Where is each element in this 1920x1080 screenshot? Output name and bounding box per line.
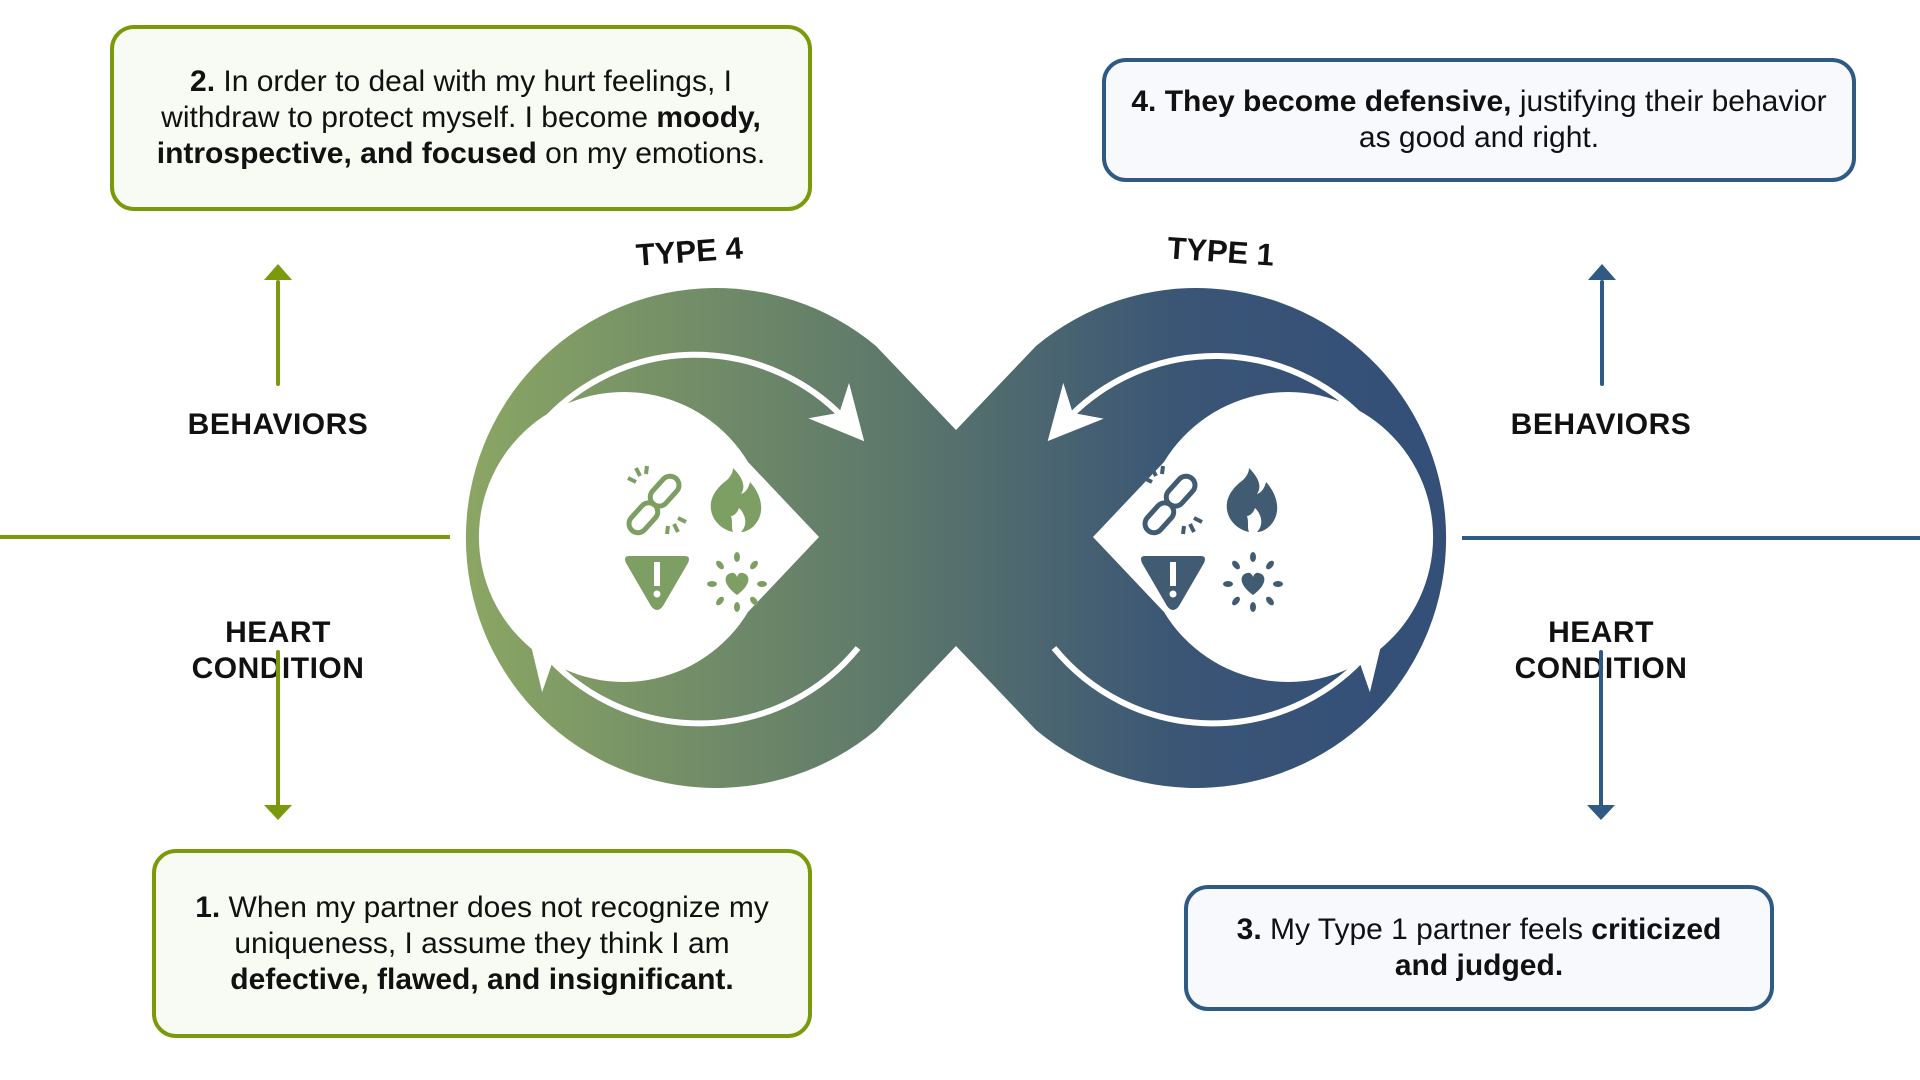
left-down-arrow: [264, 650, 292, 820]
broken-link-icon: [626, 465, 687, 536]
step-1-box: 1. When my partner does not recognize my…: [152, 849, 812, 1038]
emphasis-text: They become defensive,: [1156, 85, 1512, 118]
emphasis-text: criticized and judged.: [1394, 913, 1722, 982]
right-loop-top-arrow: [1047, 352, 1377, 442]
flame-icon: [710, 468, 762, 532]
right-down-arrow: [1587, 650, 1615, 820]
right-loop-bottom-arrow: [1051, 633, 1384, 727]
body-text: In order to deal with my hurt feelings, …: [161, 65, 732, 134]
right-icons: [1141, 465, 1283, 612]
emphasis-text: defective, flawed, and insignificant.: [230, 962, 734, 996]
right-heart-label: HEART: [1548, 616, 1654, 649]
step-3-text: 3. My Type 1 partner feels criticized an…: [1210, 912, 1748, 984]
radiant-heart-icon: [1223, 552, 1283, 612]
step-2-text: 2. In order to deal with my hurt feeling…: [136, 64, 786, 172]
left-loop-bottom-arrow: [528, 633, 861, 727]
step-number: 2.: [190, 65, 216, 98]
body-text: on my emotions.: [536, 137, 766, 170]
step-3-box: 3. My Type 1 partner feels criticized an…: [1184, 885, 1774, 1011]
step-number: 4.: [1131, 85, 1157, 118]
type-4-label: TYPE 4: [635, 230, 745, 272]
left-icons: [625, 465, 767, 612]
body-text: justifying their behavior as good and ri…: [1358, 85, 1827, 154]
infinity-loop: [465, 287, 1447, 788]
body-text: When my partner does not recognize my un…: [220, 890, 769, 960]
step-1-text: 1. When my partner does not recognize my…: [178, 890, 786, 998]
right-up-arrow: [1588, 264, 1616, 386]
step-4-text: 4. They become defensive, justifying the…: [1128, 84, 1830, 156]
left-behaviors-label: BEHAVIORS: [187, 408, 369, 441]
radiant-heart-icon: [707, 552, 767, 612]
warning-icon: [625, 556, 689, 610]
step-number: 3.: [1236, 913, 1262, 946]
type-1-label: TYPE 1: [1166, 230, 1275, 272]
emphasis-text: moody, introspective, and focused: [156, 101, 761, 170]
body-text: My Type 1 partner feels: [1261, 913, 1592, 946]
left-loop-top-arrow: [533, 351, 865, 442]
left-heart-label: HEART: [225, 616, 331, 649]
left-up-arrow: [264, 264, 292, 386]
step-2-box: 2. In order to deal with my hurt feeling…: [110, 25, 812, 211]
warning-icon: [1141, 556, 1205, 610]
right-behaviors-label: BEHAVIORS: [1510, 408, 1692, 441]
step-number: 1.: [195, 890, 221, 924]
broken-link-icon: [1142, 465, 1203, 536]
flame-icon: [1226, 468, 1278, 532]
step-4-box: 4. They become defensive, justifying the…: [1102, 58, 1856, 182]
